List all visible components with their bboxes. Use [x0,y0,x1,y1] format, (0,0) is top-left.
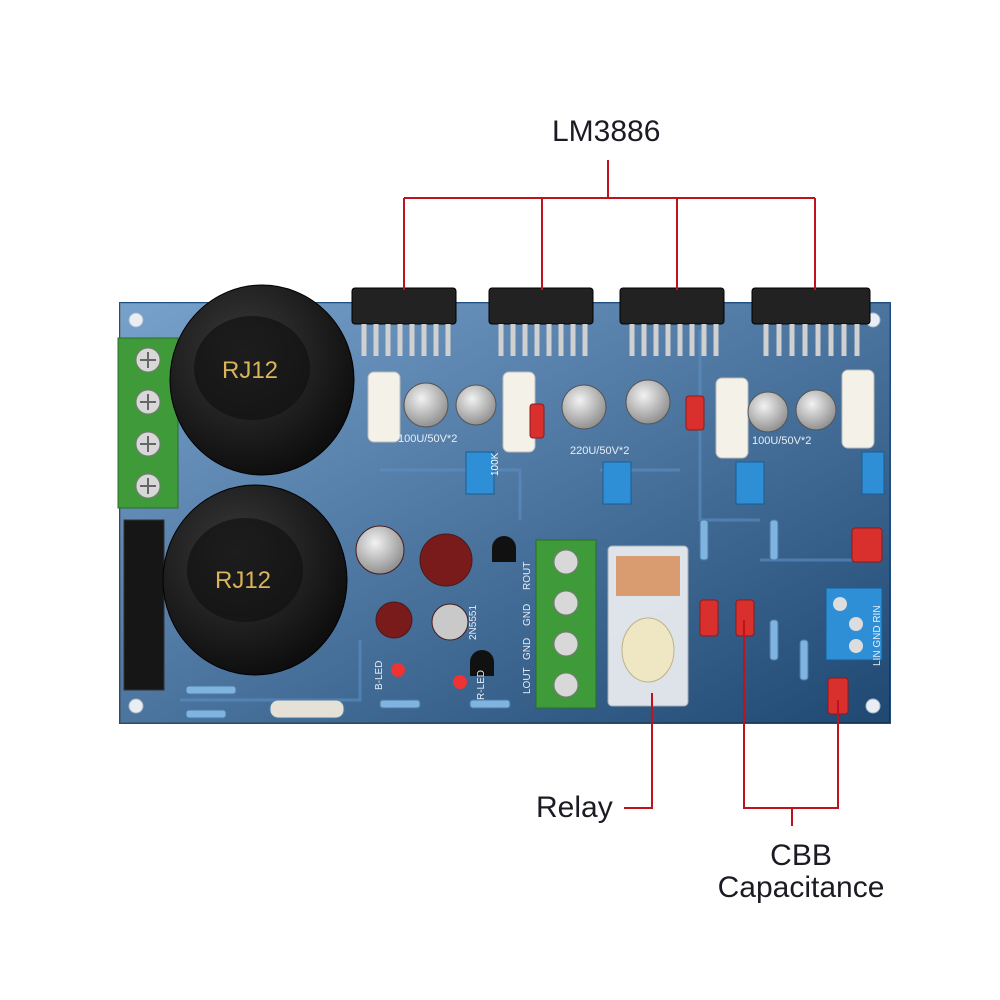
small-capacitors-row [403,379,837,433]
bridge-rectifier [123,519,165,691]
callout-cbb-label: CBB Capacitance [711,840,891,904]
cap-value-3: 100U/50V*2 [752,435,811,447]
output-terminal-block [535,539,597,709]
callout-cbb-line-1: CBB [770,839,832,872]
lm3886-chip-1 [351,287,457,356]
pot-value: 100K [490,452,501,476]
filter-capacitor-1: RJ12 [169,284,355,476]
ceramic-resistors [367,369,875,459]
cbb-capacitors [529,395,883,715]
led-left-label: B-LED [374,661,385,690]
lm3886-chip-4 [751,287,871,356]
transistor-label: 2N5551 [468,605,479,640]
output-label-lout: LOUT [522,667,533,694]
small-resistors [185,519,809,719]
input-terminal [825,587,883,661]
cap-value-1: 100U/50V*2 [398,433,457,445]
output-label-gnd-1: GND [522,604,533,626]
filter-capacitor-2: RJ12 [162,484,348,676]
capacitor-1-label: RJ12 [222,357,278,384]
callout-lines [403,160,839,826]
mid-capacitors [355,525,473,641]
capacitor-2-label: RJ12 [215,567,271,594]
cap-value-2: 220U/50V*2 [570,445,629,457]
relay [607,545,689,707]
indicator-leds [391,663,467,689]
transistors [470,536,516,676]
callout-relay-label: Relay [536,791,613,824]
output-label-gnd-2: GND [522,638,533,660]
callout-cbb-line-2: Capacitance [717,871,885,904]
lm3886-chip-3 [619,287,725,356]
input-labels: LIN GND RIN [872,605,883,666]
output-label-rout: ROUT [522,562,533,590]
led-right-label: R-LED [476,670,487,700]
lm3886-chip-2 [488,287,594,356]
power-terminal-block [117,337,179,509]
trim-pots [465,451,885,505]
callout-lm3886-label: LM3886 [552,115,661,148]
